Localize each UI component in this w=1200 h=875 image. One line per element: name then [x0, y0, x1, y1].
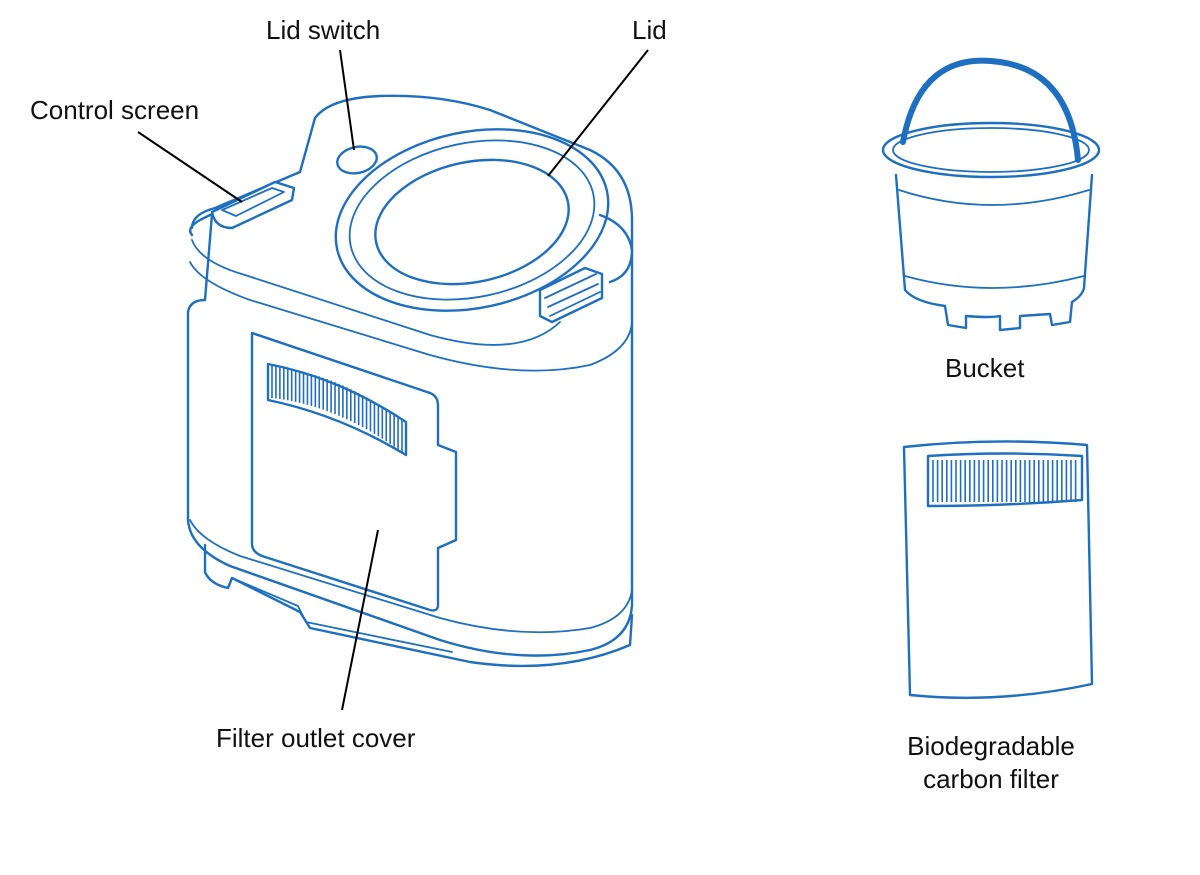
- label-lid: Lid: [632, 15, 667, 45]
- unit-body: [186, 212, 634, 657]
- label-filter-outlet-cover: Filter outlet cover: [216, 723, 416, 753]
- label-carbon-filter-line1: Biodegradable: [907, 731, 1075, 761]
- lid-middle-ring: [348, 139, 596, 301]
- lid-latch-detail: [544, 273, 601, 317]
- bucket-rim-outer: [881, 121, 1101, 179]
- control-screen-inner: [221, 187, 285, 217]
- unit-top-band: [189, 261, 633, 372]
- carbon-filter-illustration: [902, 440, 1094, 699]
- unit-top-edge: [191, 239, 561, 346]
- bucket-rim-inner: [892, 127, 1090, 173]
- leader-lid-switch: [339, 49, 355, 151]
- unit-top-surface: [190, 94, 634, 284]
- bucket-handle-icon: [900, 57, 1081, 163]
- bucket-upper-band: [898, 189, 1090, 206]
- leader-filter-outlet-cover: [341, 529, 379, 711]
- lid-latch: [538, 266, 604, 324]
- label-bucket: Bucket: [945, 353, 1025, 383]
- leader-control-screen: [137, 131, 243, 203]
- unit-foot-recess: [231, 577, 453, 653]
- carbon-filter-slats: [932, 460, 1077, 502]
- label-lid-switch: Lid switch: [266, 15, 381, 45]
- leader-lid: [547, 49, 649, 177]
- filter-vent-slats: [271, 366, 403, 452]
- control-screen-panel: [210, 180, 296, 230]
- filter-outlet-tab: [437, 444, 457, 549]
- label-control-screen: Control screen: [30, 95, 200, 125]
- lid-inner-disc: [374, 158, 570, 286]
- composter-unit-illustration: [186, 94, 634, 668]
- unit-base-foot: [203, 543, 634, 668]
- lid-outer-ring: [334, 128, 610, 312]
- unit-bottom-band: [189, 519, 633, 634]
- label-carbon-filter: Biodegradable carbon filter: [886, 730, 1096, 795]
- bucket-body: [894, 173, 1094, 332]
- label-carbon-filter-line2: carbon filter: [923, 763, 1059, 794]
- leader-lines: [137, 49, 649, 711]
- bucket-lower-band: [904, 275, 1085, 289]
- bucket-illustration: [881, 57, 1101, 332]
